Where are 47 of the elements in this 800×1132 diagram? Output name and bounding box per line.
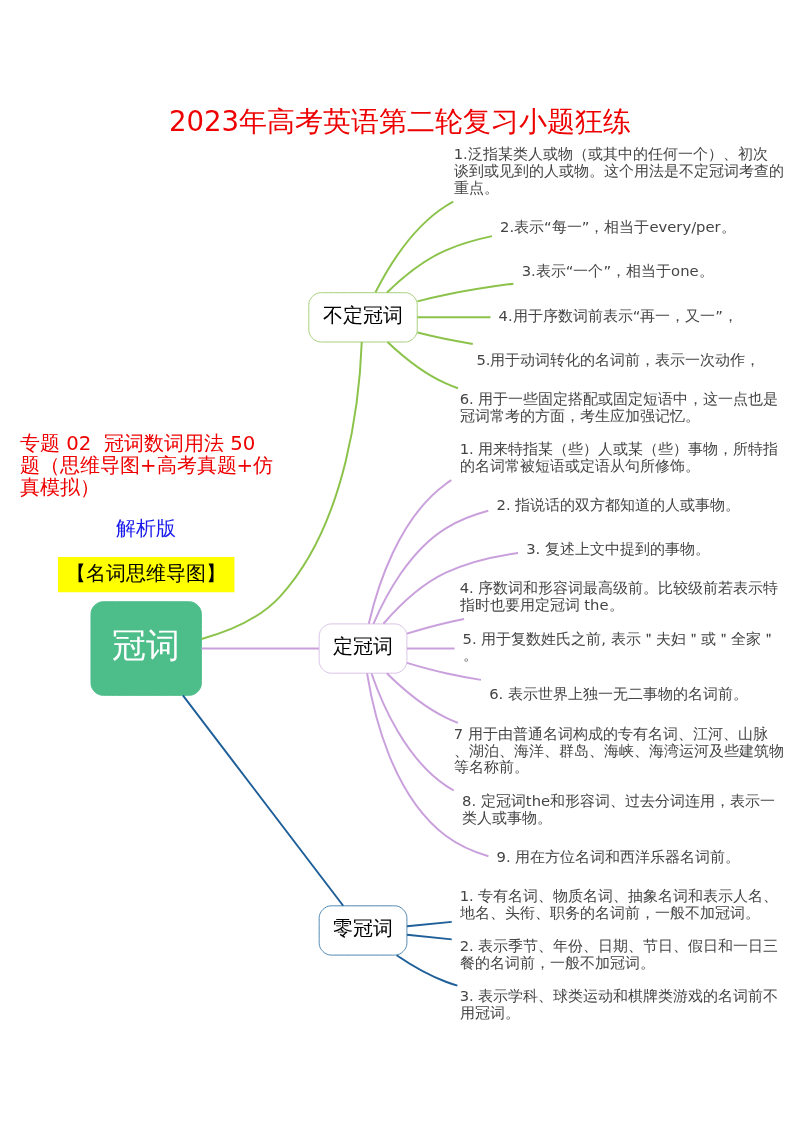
node-box: 定冠词	[318, 623, 408, 674]
connector	[181, 694, 345, 907]
node-text: 3. 表示学科、球类运动和棋牌类游戏的名词前不用冠词。	[459, 987, 779, 1022]
connector	[395, 954, 459, 987]
node-text: 4.用于序数词前表示“再一，又一”，	[498, 306, 738, 324]
connector	[372, 509, 490, 625]
node-box: 冠词	[90, 601, 202, 696]
connector	[416, 316, 492, 319]
node-box: 零冠词	[318, 905, 408, 956]
connector	[385, 672, 459, 724]
connector	[382, 552, 520, 625]
node-text: 2. 指说话的双方都知道的人或事物。	[496, 496, 741, 514]
connector	[406, 618, 466, 635]
label: 【名词思维导图】	[65, 561, 226, 585]
connector	[386, 341, 459, 390]
node-text: 2.表示“每一”，相当于every/per。	[500, 218, 736, 236]
node-text: 1. 专有名词、物质名词、抽象名词和表示人名、地名、头衔、职务的名词前，一般不加冠词。	[459, 886, 779, 921]
node-text: 1.泛指某类人或物（或其中的任何一个）、初次谈到或见到的人或物。这个用法是不定冠词考查的重点。	[453, 145, 784, 196]
node-text: 6. 表示世界上独一无二事物的名词前。	[489, 685, 748, 703]
connector	[386, 235, 493, 294]
connector	[374, 200, 455, 294]
node-text: 1. 用来特指某（些）人或某（些）事物，所特指的名词常被短语或定语从句所修饰。	[459, 440, 779, 475]
node-text: 3. 复述上文中提到的事物。	[526, 540, 710, 558]
node-text: 5. 用于复数姓氏之前, 表示＂夫妇＂或＂全家＂。	[462, 629, 776, 664]
node-box: 不定冠词	[308, 292, 418, 343]
connector	[367, 479, 453, 625]
connector	[406, 647, 456, 650]
node-text: 7 用于由普通名词构成的专有名词、江河、山脉、湖泊、海洋、群岛、海峡、海湾运河及些建筑物等名称前。	[453, 724, 784, 776]
node-text: 9. 用在方位名词和西洋乐器名词前。	[496, 847, 741, 865]
connector	[406, 920, 453, 928]
diagram-title: 2023年高考英语第二轮复习小题狂练	[168, 104, 632, 138]
node-text: 6. 用于一些固定搭配或固定短语中，这一点也是冠词常考的方面，考生应加强记忆。	[459, 390, 779, 424]
connector	[200, 341, 363, 640]
connector	[370, 672, 455, 792]
label: 专题 02 冠词数词用法 50 题（思维导图+高考真题+仿真模拟）	[20, 432, 274, 499]
node-text: 2. 表示季节、年份、日期、节日、假日和一日三餐的名词前，一般不加冠词。	[459, 937, 779, 971]
node-text: 8. 定冠词the和形容词、过去分词连用，表示一类人或事物。	[462, 792, 776, 827]
node-text: 3.表示“一个”，相当于one。	[521, 262, 714, 280]
connector	[416, 331, 474, 345]
connector	[406, 933, 453, 941]
connector	[366, 672, 490, 858]
node-text: 4. 序数词和形容词最高级前。比较级前若表示特指时也要用定冠词 the。	[459, 579, 779, 614]
connector	[200, 647, 320, 650]
label: 解析版	[116, 517, 177, 541]
connector	[416, 282, 515, 303]
node-text: 5.用于动词转化的名词前，表示一次动作，	[476, 351, 761, 369]
connector	[406, 661, 482, 681]
